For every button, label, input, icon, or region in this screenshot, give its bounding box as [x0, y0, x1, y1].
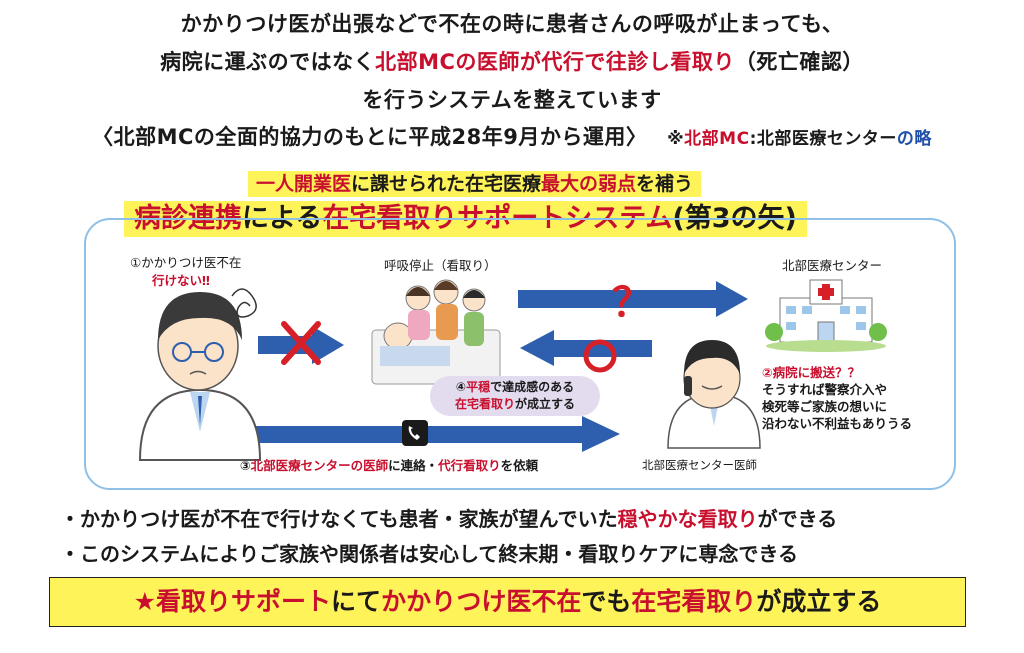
bullet-1-post: ができる — [757, 507, 838, 531]
phone-icon — [402, 420, 428, 446]
cross-mark-icon — [281, 321, 321, 365]
step2-line4: 沿わない不利益もありうる — [762, 416, 913, 431]
final-part3: かかりつけ医不在 — [381, 587, 582, 616]
star-icon: ★ — [133, 587, 157, 616]
intro-line-3: を行うシステムを整えています — [362, 88, 662, 112]
intro-line-2: 病院に運ぶのではなく北部MCの医師が代行で往診し看取り（死亡確認） — [0, 46, 1024, 76]
step3-num: ③ — [240, 458, 251, 473]
question-mark-icon: ？ — [612, 280, 652, 326]
step3-post: を依頼 — [500, 458, 539, 473]
arrow-phone-request — [254, 416, 620, 452]
banner-weakness: 一人開業医に課せられた在宅医療最大の弱点を補う — [248, 171, 702, 197]
final-part5: 在宅看取り — [631, 587, 757, 616]
step4-line1: ④平穏で達成感のある — [430, 379, 600, 396]
step4-bubble: ④平穏で達成感のある 在宅看取りが成立する — [430, 376, 600, 416]
step1-cannot-go: 行けない‼ — [152, 273, 210, 288]
step2-line3: 検死等ご家族の想いに — [762, 399, 888, 414]
bullet-1: ・かかりつけ医が不在で行けなくても患者・家族が望んでいた穏やかな看取りができる — [60, 503, 837, 532]
intro-line-1: かかりつけ医が出張などで不在の時に患者さんの呼吸が止まっても、 — [180, 12, 844, 36]
step3-proxy: 代行看取り — [438, 458, 501, 473]
breathing-stop-label: 呼吸停止（看取り） — [384, 258, 497, 273]
intro-operation-note: 〈北部MCの全面的協力のもとに平成28年9月から運用〉 — [92, 125, 648, 149]
step4-mid: で達成感のある — [490, 380, 575, 394]
diagram-frame — [84, 218, 956, 490]
final-part6: が成立する — [756, 587, 882, 616]
hospital-illustration — [765, 279, 887, 352]
final-part4: でも — [581, 587, 632, 616]
note-prefix: ※ — [667, 129, 685, 149]
step4-peaceful: 平穏 — [466, 380, 491, 394]
step4-home-care: 在宅看取り — [454, 397, 515, 411]
bullet-2: ・このシステムによりご家族や関係者は安心して終末期・看取りケアに専念できる — [60, 538, 798, 567]
intro-line-2-post: （死亡確認） — [734, 50, 864, 74]
banner1-part4: を補う — [636, 173, 694, 195]
circle-mark-icon — [583, 339, 617, 373]
abbreviation-note: ※北部MC:北部医療センターの略 — [667, 129, 932, 149]
step4-line2: 在宅看取りが成立する — [430, 396, 600, 413]
note-suffix: の略 — [896, 129, 932, 149]
final-part2: にて — [331, 587, 382, 616]
arrow-doctor-to-home — [520, 330, 652, 366]
note-abbr: 北部MC — [684, 129, 750, 149]
banner1-part1: 一人開業医 — [256, 173, 352, 195]
bullet-1-pre: ・かかりつけ医が不在で行けなくても患者・家族が望んでいた — [60, 507, 618, 531]
final-part1: 看取りサポート — [156, 587, 332, 616]
bullet-2-text: ・このシステムによりご家族や関係者は安心して終末期・看取りケアに専念できる — [60, 542, 798, 566]
gp-doctor-illustration — [138, 288, 262, 461]
arrow-home-to-hospital — [518, 281, 748, 317]
bullet-1-highlight: 穏やかな看取り — [617, 507, 758, 531]
intro-line-2-pre: 病院に運ぶのではなく — [160, 50, 376, 74]
step1-label: ①かかりつけ医不在 — [130, 255, 242, 270]
banner1-part3: 最大の弱点 — [541, 173, 637, 195]
patient-family-illustration — [371, 279, 501, 385]
intro-line-4: 〈北部MCの全面的協力のもとに平成28年9月から運用〉 ※北部MC:北部医療セン… — [0, 121, 1024, 151]
step3-mid: に連絡・ — [388, 458, 439, 473]
note-mid: :北部医療センター — [749, 129, 897, 149]
intro-line-2-highlight: 北部MCの医師が代行で往診し看取り — [375, 50, 735, 74]
step2-title: ②病院に搬送？？ — [762, 365, 861, 380]
step4-post: が成立する — [515, 397, 576, 411]
hospital-label: 北部医療センター — [782, 258, 883, 273]
step4-num: ④ — [455, 380, 467, 394]
step3-doctor: 北部医療センターの医師 — [250, 458, 389, 473]
step2-note: ②病院に搬送？？ そうすれば警察介入や 検死等ご家族の想いに 沿わない不利益もあ… — [762, 364, 912, 432]
hospital-doctor-label: 北部医療センター医師 — [642, 458, 757, 472]
conclusion-banner: ★看取りサポートにてかかりつけ医不在でも在宅看取りが成立する — [49, 577, 966, 627]
step3-label: ③北部医療センターの医師に連絡・代行看取りを依頼 — [240, 455, 538, 474]
step2-line2: そうすれば警察介入や — [762, 382, 888, 397]
hospital-doctor-illustration — [667, 340, 761, 449]
banner1-part2: に課せられた在宅医療 — [351, 173, 542, 195]
